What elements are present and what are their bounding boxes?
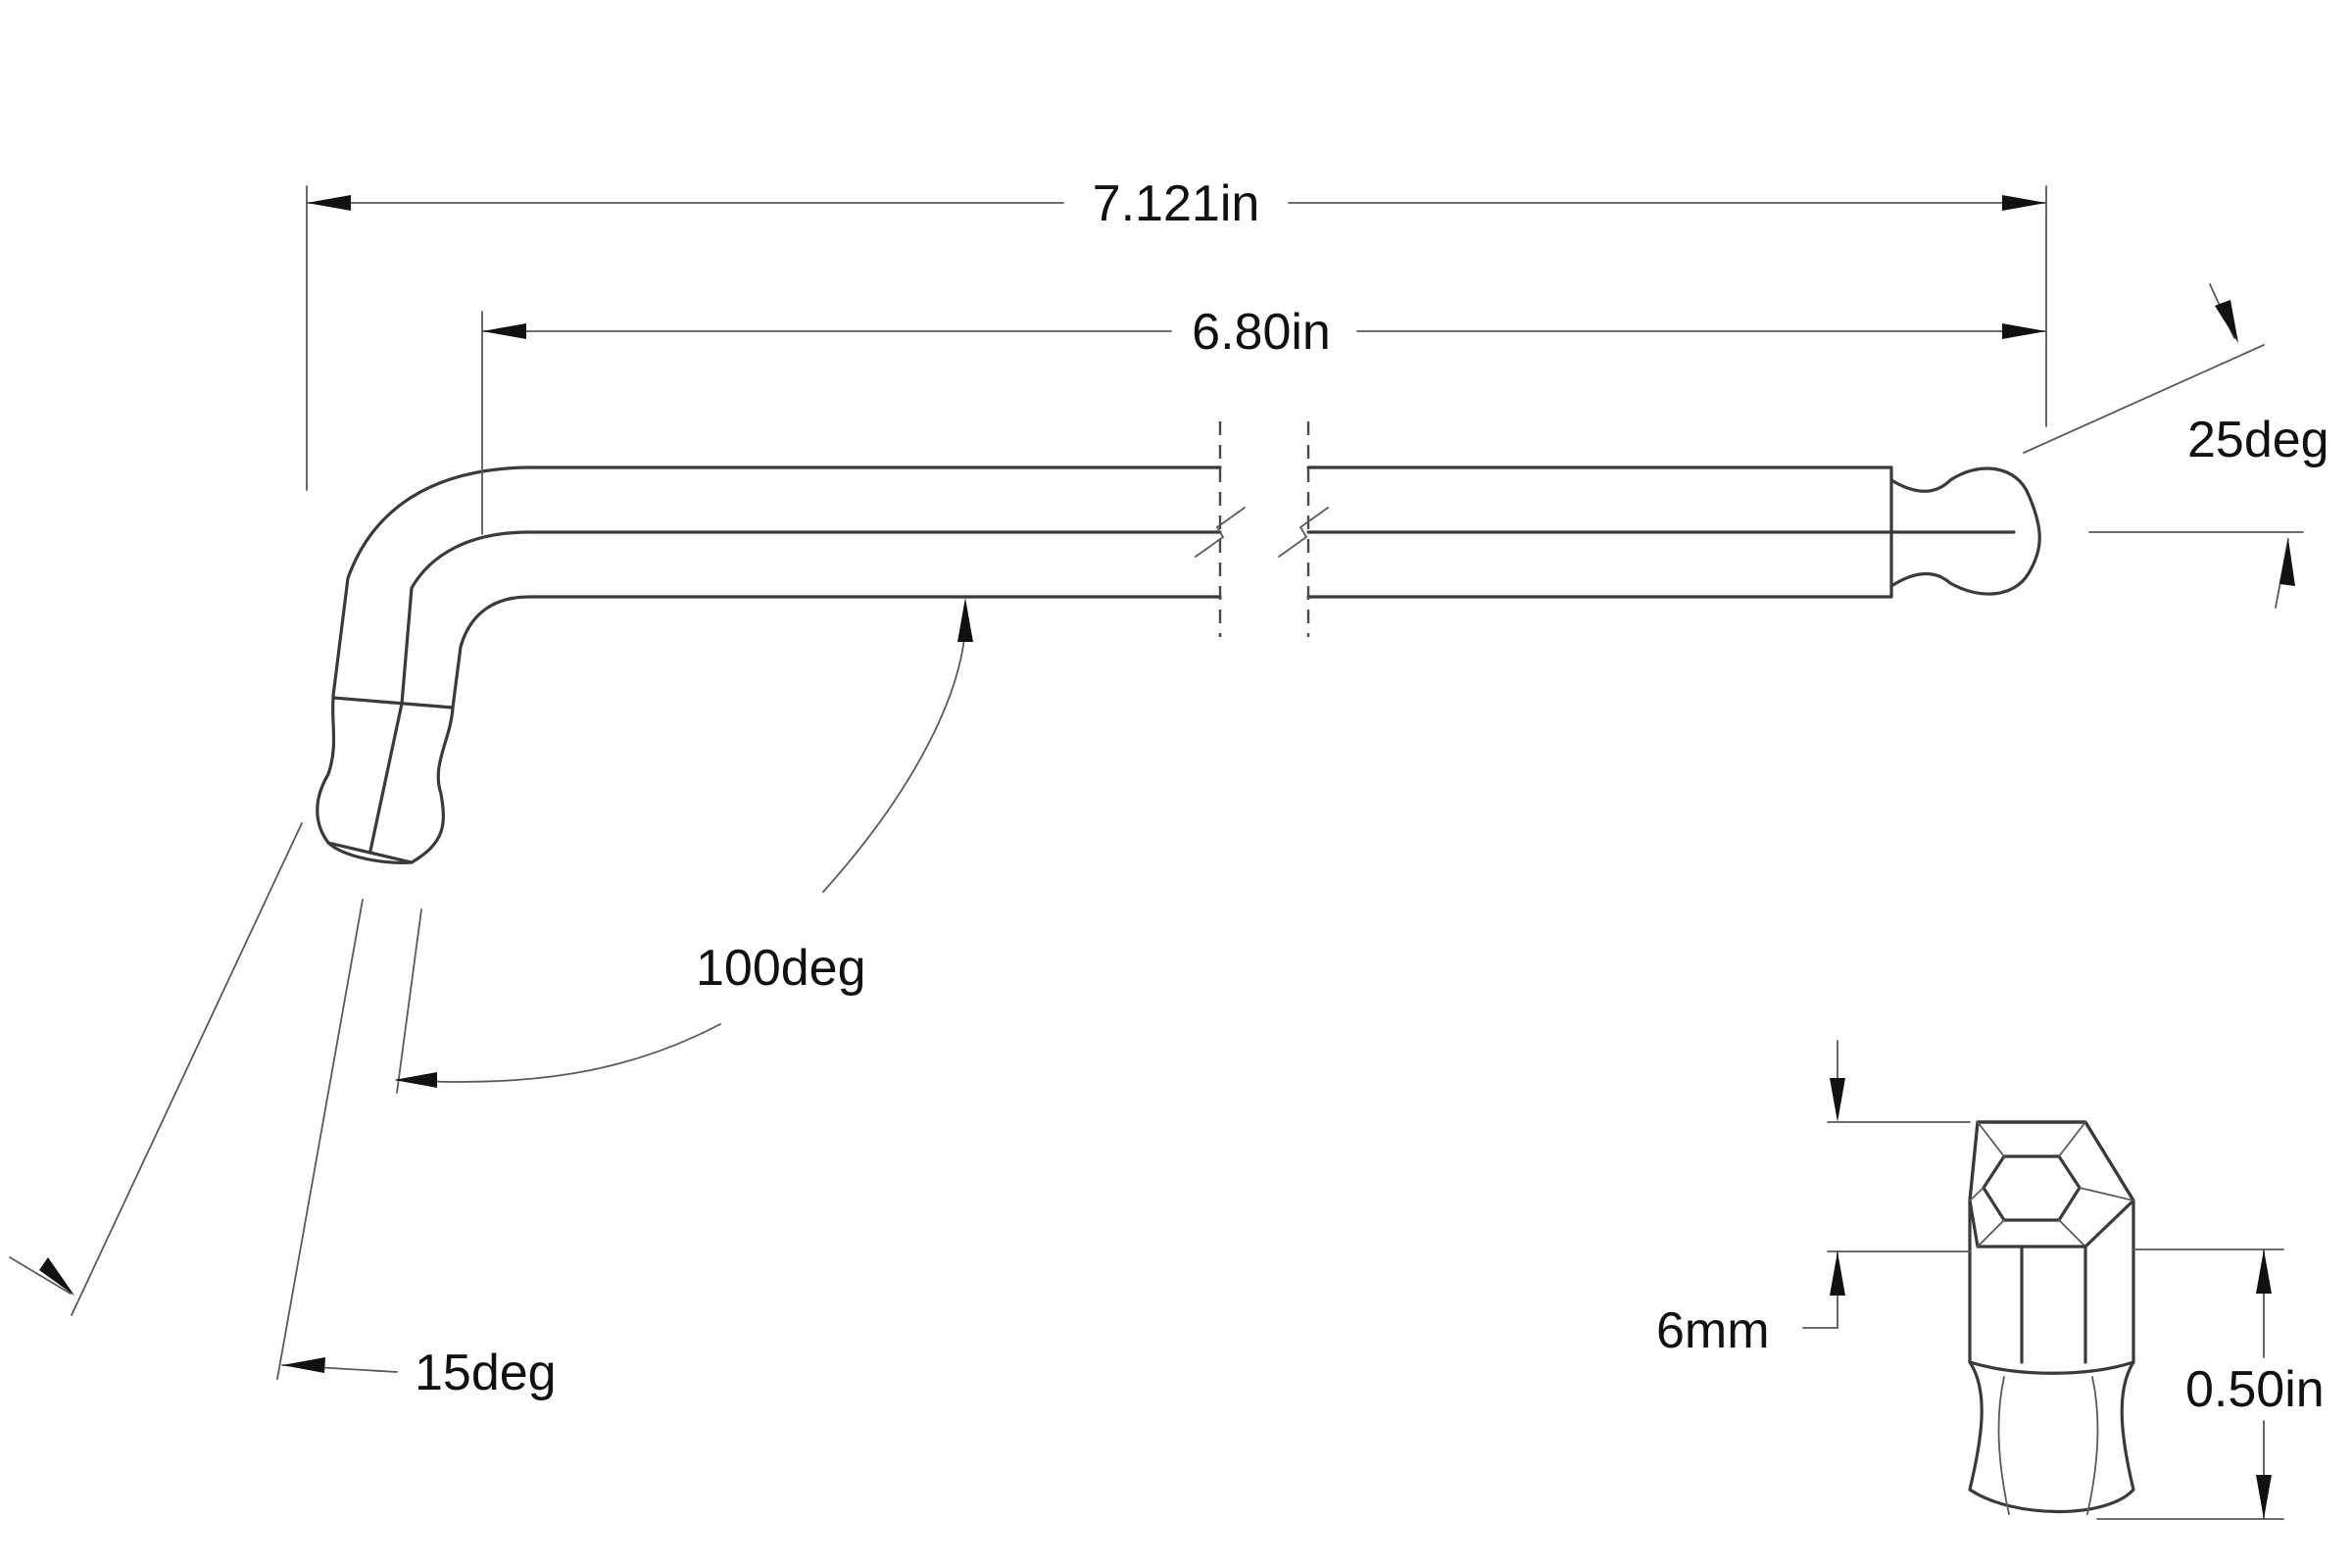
short-arm-ball-center-line	[368, 702, 404, 853]
detail-hex-outer	[1968, 1120, 2135, 1249]
detail-outline	[1968, 1120, 2135, 1514]
label-ball-length: 0.50in	[2185, 1361, 2325, 1418]
dimension-short-arm-angle: 15deg	[9, 822, 557, 1401]
break-zigzag-right	[1278, 507, 1329, 558]
key-inner-edge	[451, 595, 1222, 710]
short-arm-tip	[326, 841, 414, 864]
key-center-edge	[400, 530, 1222, 706]
dimension-long-arm-length: 6.80in	[481, 304, 2047, 535]
hex-ball-end-detail: 6mm 0.50in	[1656, 1040, 2325, 1520]
label-long-arm-length: 6.80in	[1192, 304, 1331, 361]
dimension-bend-angle: 100deg	[394, 598, 973, 1094]
short-arm-neck-ring	[331, 696, 455, 710]
detail-neck-ring	[1968, 1360, 2135, 1375]
dimension-overall-length: 7.121in	[306, 175, 2047, 491]
label-hex-size: 6mm	[1656, 1302, 1770, 1359]
break-zigzag-left	[1195, 507, 1246, 558]
label-ball-angle: 25deg	[2187, 412, 2329, 468]
dimension-ball-angle: 25deg	[2023, 283, 2329, 609]
label-short-arm-angle: 15deg	[415, 1345, 557, 1401]
key-outer-edge	[331, 466, 1222, 698]
label-overall-length: 7.121in	[1093, 175, 1260, 232]
detail-hex-inner	[1982, 1154, 2082, 1222]
hex-key-side-view	[316, 421, 2041, 864]
long-arm-ball-end	[1889, 466, 2041, 596]
label-bend-angle: 100deg	[696, 940, 866, 997]
